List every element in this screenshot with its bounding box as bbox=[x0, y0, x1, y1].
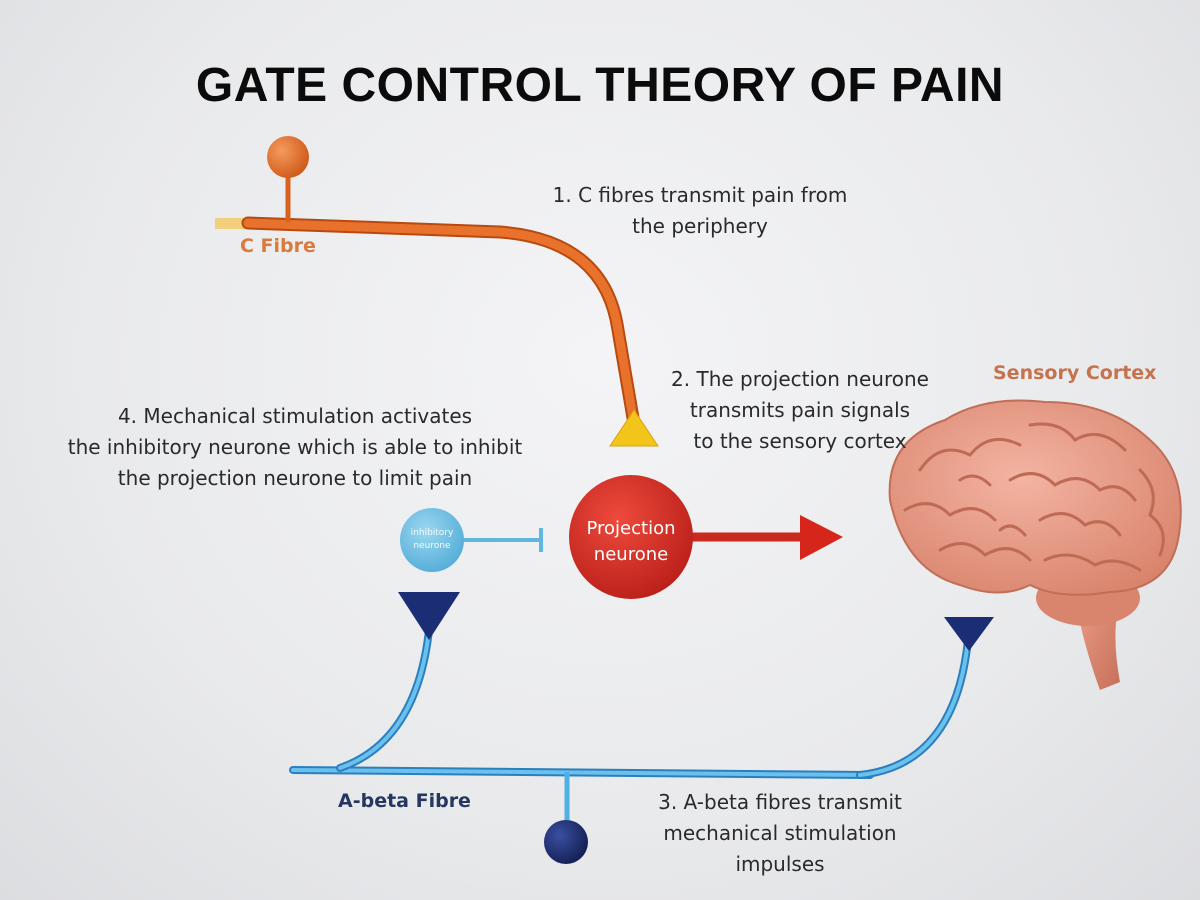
diagram-title: GATE CONTROL THEORY OF PAIN bbox=[195, 59, 1005, 112]
projection-neurone-body bbox=[569, 475, 693, 599]
inhibitory-neurone: inhibitory neurone bbox=[400, 508, 543, 572]
a-beta-branch-left bbox=[338, 618, 432, 770]
step-4-line-2: the inhibitory neurone which is able to … bbox=[67, 435, 523, 459]
inhibitory-neurone-body bbox=[400, 508, 464, 572]
projection-neurone-label-2: neurone bbox=[594, 544, 668, 565]
step-2-text: 2. The projection neurone transmits pain… bbox=[620, 364, 980, 457]
inhibitory-neurone-label-2: neurone bbox=[413, 541, 451, 551]
step-2-line-1: 2. The projection neurone bbox=[671, 367, 929, 391]
step-3-line-3: impulses bbox=[735, 852, 825, 876]
projection-neurone-label-1: Projection bbox=[586, 518, 675, 539]
a-beta-fibre-label: A-beta Fibre bbox=[338, 790, 471, 812]
step-4-line-3: the projection neurone to limit pain bbox=[117, 466, 473, 490]
step-3-text: 3. A-beta fibres transmit mechanical sti… bbox=[610, 787, 950, 880]
c-fibre-tip bbox=[215, 218, 251, 229]
c-fibre-axon bbox=[243, 218, 638, 423]
brain-icon bbox=[888, 399, 1182, 690]
a-beta-cell-body-icon bbox=[544, 820, 588, 864]
step-2-line-2: transmits pain signals bbox=[689, 398, 911, 422]
step-3-line-2: mechanical stimulation bbox=[663, 821, 897, 845]
c-fibre-cell-body-icon bbox=[267, 136, 309, 178]
brain-folds bbox=[903, 422, 1165, 572]
a-beta-axon bbox=[291, 768, 872, 777]
projection-arrow-head-icon bbox=[800, 515, 843, 560]
step-1-line-2: the periphery bbox=[632, 214, 768, 238]
a-beta-terminal-right-icon bbox=[944, 617, 994, 651]
inhibitory-neurone-label-1: inhibitory bbox=[411, 528, 454, 538]
a-beta-fibre bbox=[289, 592, 994, 864]
step-1-line-1: 1. C fibres transmit pain from bbox=[552, 183, 848, 207]
brain-cerebrum bbox=[888, 399, 1182, 596]
step-1-text: 1. C fibres transmit pain from the perip… bbox=[520, 180, 880, 242]
step-4-line-1: 4. Mechanical stimulation activates bbox=[117, 404, 473, 428]
c-fibre-synapse-icon bbox=[609, 409, 659, 447]
c-fibre-label: C Fibre bbox=[240, 235, 316, 257]
step-2-line-3: to the sensory cortex bbox=[693, 429, 907, 453]
projection-neurone: Projection neurone bbox=[569, 475, 843, 599]
a-beta-terminal-left-icon bbox=[398, 592, 460, 640]
step-3-line-1: 3. A-beta fibres transmit bbox=[658, 790, 902, 814]
a-beta-branch-left-shadow bbox=[336, 616, 434, 772]
c-fibre bbox=[215, 136, 659, 447]
a-beta-branch-right bbox=[858, 638, 970, 777]
sensory-cortex-label: Sensory Cortex bbox=[993, 362, 1157, 384]
step-4-text: 4. Mechanical stimulation activates the … bbox=[40, 401, 550, 494]
